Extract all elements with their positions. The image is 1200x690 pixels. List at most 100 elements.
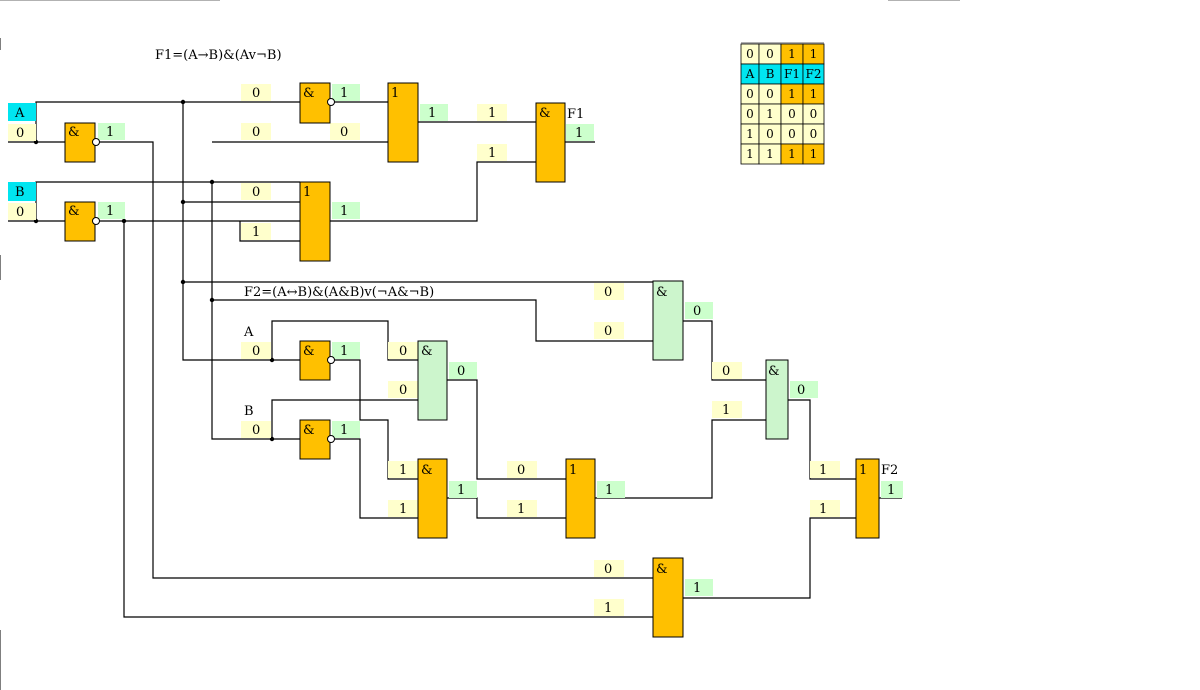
gate-symbol: & [303, 344, 315, 359]
gate-symbol: & [421, 463, 433, 478]
table-cell-text: 0 [746, 87, 754, 101]
table-cell-text: 0 [766, 47, 774, 61]
value-box [241, 84, 271, 101]
g13-out-value: 0 [797, 383, 805, 398]
g15-out-value: 1 [887, 483, 895, 498]
table-cell-text: 1 [788, 87, 796, 101]
inverter-bubble [327, 98, 335, 106]
table-cell-text: 0 [766, 127, 774, 141]
gate-symbol: 1 [859, 463, 867, 478]
input-a-name: A [14, 106, 25, 121]
input-b-value: 0 [16, 205, 24, 220]
wire-g12-out [595, 419, 766, 499]
value-box [712, 362, 742, 379]
table-cell-text: 0 [766, 87, 774, 101]
value-box [685, 579, 713, 596]
input-b-name: B [15, 185, 25, 200]
gate-symbol: & [303, 86, 315, 101]
wire-g7-out [447, 379, 566, 480]
g15-in1-value: 1 [819, 463, 827, 478]
input-a-value-box [8, 124, 36, 141]
g6-in2-value: 1 [488, 146, 496, 161]
and-gate [652, 557, 684, 638]
g13-in2-value: 1 [722, 403, 730, 418]
input-b-value-box [8, 203, 36, 220]
value-box [449, 362, 477, 379]
gate-symbol: & [768, 364, 780, 379]
value-box [420, 104, 448, 121]
g4-in2-value: 0 [340, 125, 348, 140]
g10-out-value: 0 [693, 304, 701, 319]
gate-symbol: 1 [569, 463, 577, 478]
wire-g14-out [683, 517, 856, 599]
junction-dot [180, 199, 186, 205]
gate-symbol: & [656, 562, 668, 577]
g7-in2-value: 0 [399, 383, 407, 398]
value-box [685, 302, 713, 319]
input-b-name-box [8, 182, 36, 201]
inverter-bubble [327, 435, 335, 443]
g5-out-value: 1 [340, 204, 348, 219]
value-box [98, 202, 125, 219]
value-box [332, 202, 360, 219]
gate-symbol: 1 [391, 86, 399, 101]
output-f1-label: F1 [567, 107, 584, 122]
g10-in1-value: 0 [604, 285, 612, 300]
wire-g10-out [683, 320, 766, 381]
table-header-text: A [745, 67, 755, 81]
value-boxes: A 0 B 0 1 1 0 1 0 0 1 1 1 1 0 1 [8, 84, 903, 616]
and-gate [765, 359, 789, 440]
value-box [712, 401, 742, 418]
value-box [241, 223, 271, 240]
value-box [594, 560, 624, 577]
gate-symbol: & [421, 344, 433, 359]
g11-in2-value: 1 [399, 502, 407, 517]
and-gate [535, 102, 566, 183]
value-box [388, 500, 418, 517]
gate-symbol: & [303, 423, 315, 438]
value-box [566, 124, 594, 141]
table-cell-text: 1 [746, 127, 754, 141]
or-gate [565, 458, 596, 539]
value-box [388, 342, 418, 359]
table-header-text: F2 [806, 67, 822, 81]
g7-in1-value: 0 [399, 344, 407, 359]
wire-g2-down [123, 221, 653, 618]
value-box [330, 123, 360, 140]
table-cell-text: 1 [766, 107, 774, 121]
or-gate [299, 181, 331, 262]
g9-out-value: 1 [340, 423, 348, 438]
table-header-text: F1 [784, 67, 800, 81]
input-a-name-box [8, 103, 36, 121]
value-box [810, 500, 840, 517]
table-cell-text: 1 [810, 87, 818, 101]
junction-dot [121, 218, 127, 224]
inverter-bubble [92, 138, 100, 146]
junction-dot [209, 179, 215, 185]
wire-g5-to-g6 [330, 161, 536, 222]
table-cell-text: 1 [810, 47, 818, 61]
g2-out-value: 1 [106, 204, 114, 219]
table-cell-text: 0 [746, 107, 754, 121]
table-cell-text: 1 [766, 147, 774, 161]
value-box [388, 461, 418, 478]
g12-in1-value: 0 [517, 463, 525, 478]
wire-g2b-to-g5 [239, 221, 300, 242]
wires [8, 101, 902, 618]
g10-in2-value: 0 [604, 324, 612, 339]
table-cell-text: 1 [746, 147, 754, 161]
junction-dot [180, 279, 186, 285]
wire-a2 [271, 320, 418, 361]
g12-in2-value: 1 [517, 502, 525, 517]
value-box [790, 381, 818, 398]
gate-symbol: & [68, 125, 80, 140]
label-a-lower: A [243, 325, 254, 340]
g14-in1-value: 0 [604, 562, 612, 577]
table-cell [802, 143, 825, 165]
value-box [594, 322, 624, 339]
and-gate [64, 122, 96, 163]
or-gate [387, 82, 419, 163]
value-box [241, 342, 271, 359]
